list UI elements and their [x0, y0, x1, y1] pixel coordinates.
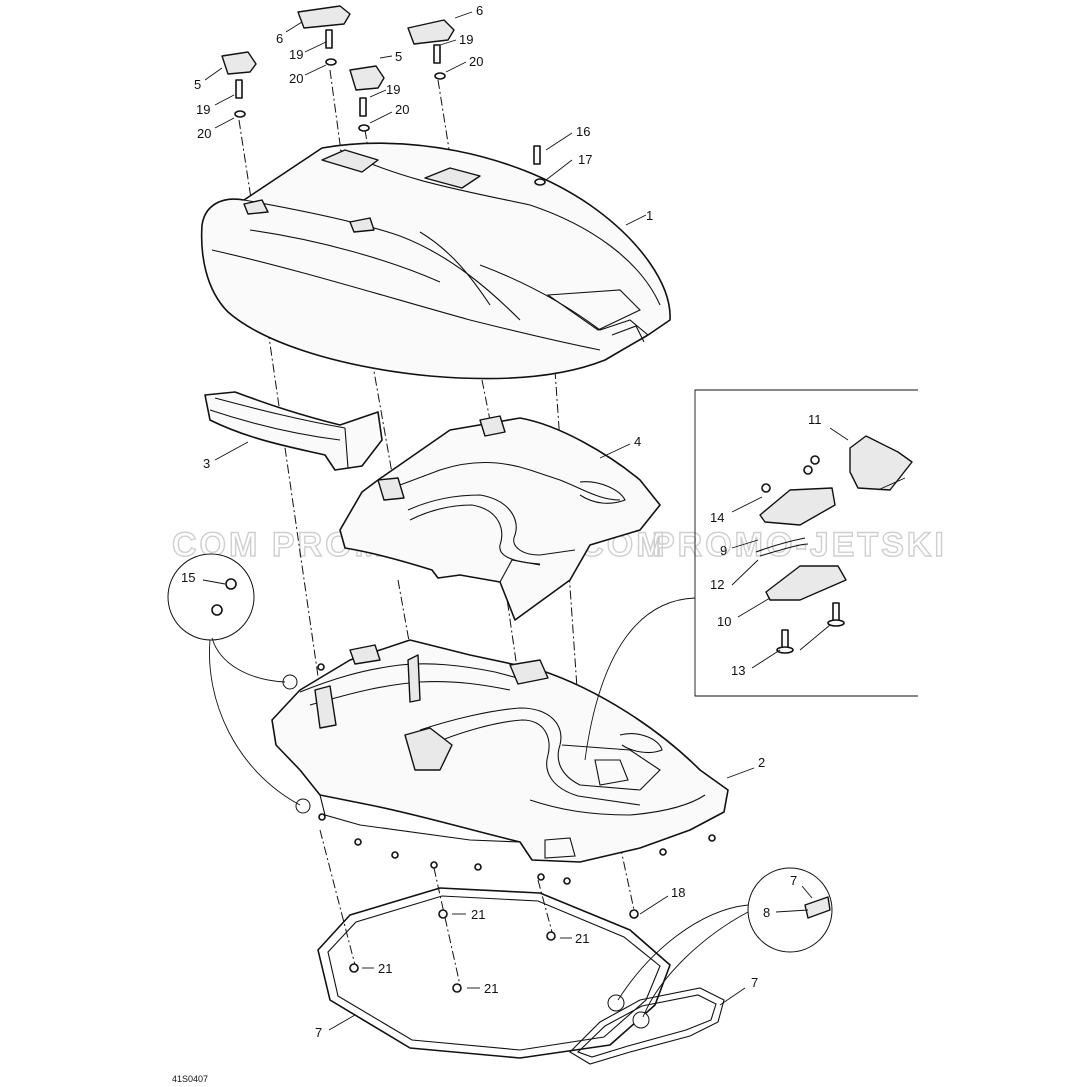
callout-21-d: 21: [484, 981, 498, 996]
callout-19-topright: 19: [459, 32, 473, 47]
callout-6-right: 6: [476, 3, 483, 18]
callout-4: 4: [634, 434, 641, 449]
callout-21-a: 21: [471, 907, 485, 922]
gasket-part-7-small: [569, 987, 725, 1065]
callout-13: 13: [731, 663, 745, 678]
top-fasteners: [221, 5, 546, 186]
callout-17: 17: [578, 152, 592, 167]
callout-20-topright: 20: [469, 54, 483, 69]
bottom-pan-part-2: [271, 639, 729, 863]
callout-9: 9: [720, 543, 727, 558]
callout-3: 3: [203, 456, 210, 471]
detail-circle-part-15: [167, 553, 301, 806]
hatch-cover-part-1: [200, 142, 671, 380]
leader-lines: [202, 11, 849, 1031]
callout-2: 2: [758, 755, 765, 770]
callout-labels: 1 2 3 4 5 5 6 6 7 7 7 8 9 10 11 12 13 14…: [181, 3, 822, 1040]
callout-7-small-gasket: 7: [751, 975, 758, 990]
callout-19-mid: 19: [386, 82, 400, 97]
callout-8: 8: [763, 905, 770, 920]
callout-21-b: 21: [575, 931, 589, 946]
callout-1: 1: [646, 208, 653, 223]
callout-15: 15: [181, 570, 195, 585]
callout-5-left: 5: [194, 77, 201, 92]
gasket-part-7-large: [317, 887, 671, 1059]
callout-19-topleft: 19: [289, 47, 303, 62]
watermark-text-right: PROMO-JETSKI: [652, 526, 947, 564]
callout-5-mid: 5: [395, 49, 402, 64]
drawing-code: 41S0407: [172, 1074, 208, 1084]
callout-7-detail: 7: [790, 873, 797, 888]
duct-part-3: [204, 391, 383, 471]
callout-11: 11: [808, 412, 822, 427]
callout-19-left: 19: [196, 102, 210, 117]
callout-16: 16: [576, 124, 590, 139]
callout-10: 10: [717, 614, 731, 629]
liner-part-4: [339, 415, 661, 621]
nuts: [282, 663, 716, 1029]
detail-circle-part-7-8: [617, 867, 833, 1018]
callout-20-topleft: 20: [289, 71, 303, 86]
callout-6-left: 6: [276, 31, 283, 46]
latch-detail-inset: [584, 389, 918, 761]
callout-12: 12: [710, 577, 724, 592]
callout-18: 18: [671, 885, 685, 900]
callout-20-left: 20: [197, 126, 211, 141]
callout-7-large-gasket: 7: [315, 1025, 322, 1040]
callout-20-mid: 20: [395, 102, 409, 117]
callout-21-c: 21: [378, 961, 392, 976]
callout-14: 14: [710, 510, 724, 525]
